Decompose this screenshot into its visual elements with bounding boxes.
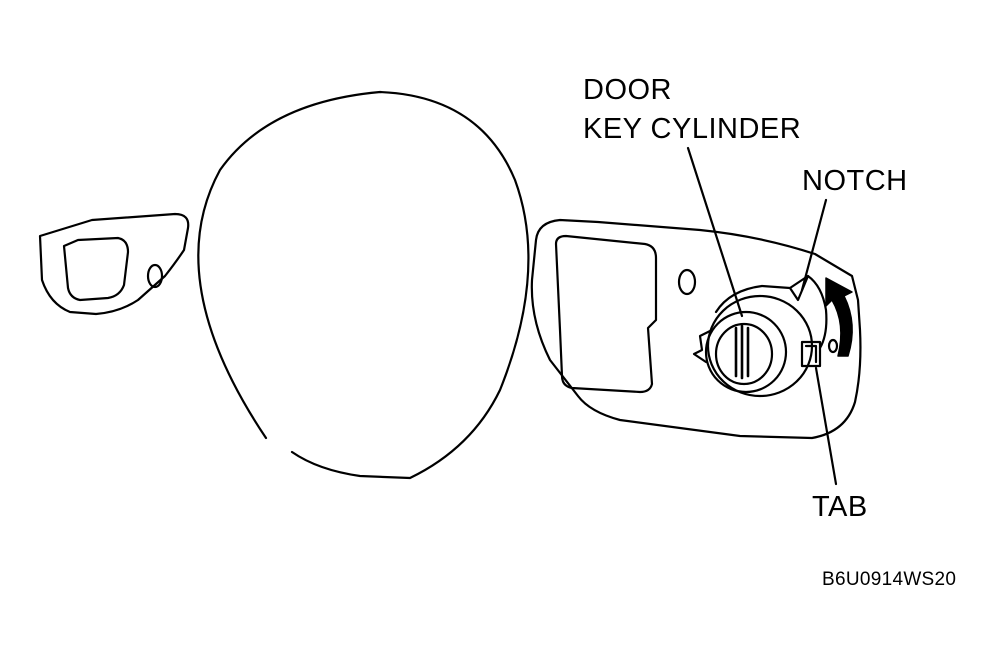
leader-door-key-cylinder xyxy=(686,146,744,318)
figure-code-label: B6U0914WS20 xyxy=(822,569,957,590)
door-key-cylinder-label-line2: KEY CYLINDER xyxy=(583,113,802,145)
left-handle-hole xyxy=(146,263,164,289)
cylinder-tab xyxy=(800,340,822,368)
cylinder-face xyxy=(704,310,788,394)
left-handle-recess xyxy=(62,236,130,302)
leader-notch xyxy=(800,198,828,292)
cylinder-face-inner xyxy=(714,322,774,386)
cylinder-tab-detail xyxy=(804,344,818,364)
right-handle-outline xyxy=(530,218,862,440)
cylinder-body xyxy=(706,294,814,398)
key-slot xyxy=(734,324,750,380)
cylinder-side-hole xyxy=(827,338,839,354)
right-handle-hole xyxy=(677,268,697,296)
left-handle-outline xyxy=(38,212,190,316)
notch-label: NOTCH xyxy=(802,165,908,197)
cylinder-housing xyxy=(714,274,828,350)
leader-tab xyxy=(814,366,838,486)
cylinder-clip xyxy=(692,328,714,364)
door-key-cylinder-label-line1: DOOR xyxy=(583,74,672,106)
rotation-arrow xyxy=(825,277,853,357)
tab-label: TAB xyxy=(812,491,868,523)
right-handle-recess xyxy=(554,234,658,394)
round-panel xyxy=(197,90,530,480)
